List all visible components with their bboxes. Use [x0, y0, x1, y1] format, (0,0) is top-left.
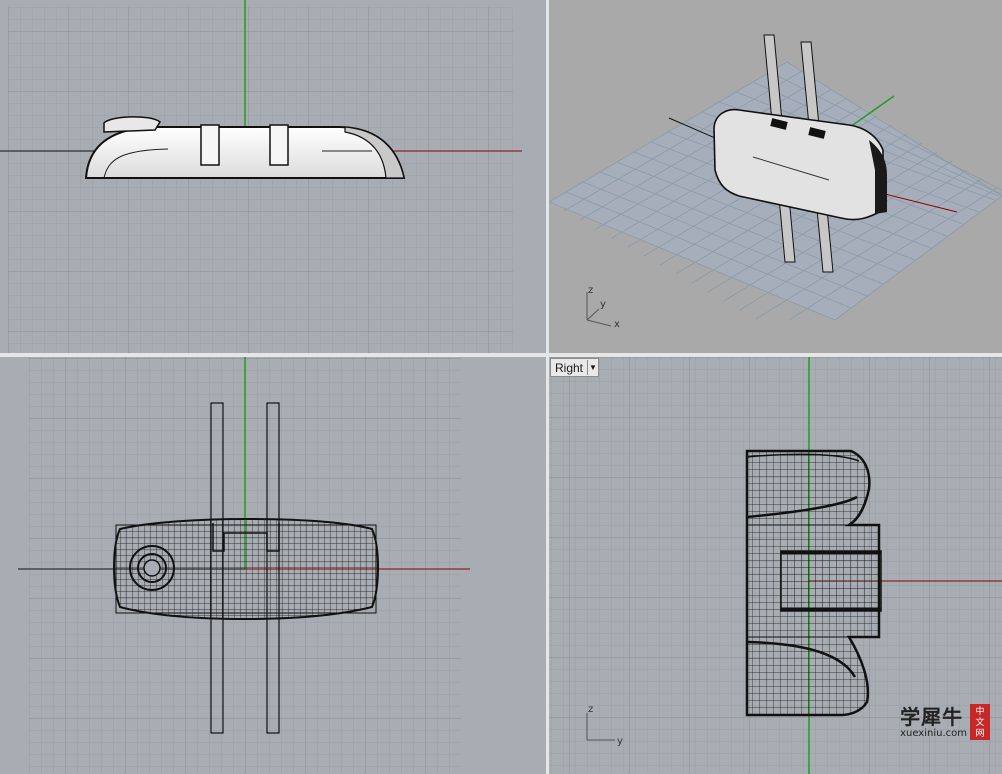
viewport-title[interactable]: Right	[555, 360, 584, 375]
model-top-view-wireframe	[113, 402, 379, 734]
badge-char: 网	[975, 727, 985, 738]
watermark-badge: 中 文 网	[970, 704, 990, 740]
watermark-text: 学犀牛	[900, 705, 964, 729]
viewport-title-tab[interactable]: Right ▼	[550, 358, 600, 377]
badge-char: 文	[975, 716, 985, 727]
model-right-view-wireframe	[745, 449, 882, 717]
viewport-bottom-left[interactable]	[0, 357, 546, 774]
axis-label-y: y	[617, 736, 623, 747]
axis-label-z: z	[588, 704, 593, 715]
axis-label-y: y	[600, 299, 606, 310]
viewport-perspective[interactable]: z y x	[549, 0, 1002, 353]
axis-label-z: z	[588, 285, 593, 296]
badge-char: 中	[975, 705, 985, 716]
axis-gizmo-right: z y	[586, 704, 623, 747]
watermark: 学犀牛 xuexiniu.com 中 文 网	[900, 704, 990, 740]
axis-gizmo-perspective: z y x	[586, 285, 620, 330]
viewport-splitter-horizontal[interactable]	[0, 353, 1002, 357]
chevron-down-icon[interactable]: ▼	[587, 360, 598, 375]
watermark-url: xuexiniu.com	[900, 728, 967, 739]
viewport-top-left[interactable]	[0, 0, 546, 353]
viewport-splitter-vertical[interactable]	[546, 0, 549, 774]
model-front-view	[84, 116, 406, 179]
model-perspective-view	[713, 34, 887, 273]
axis-label-x: x	[614, 319, 620, 330]
viewport-right[interactable]: z y Right ▼ 学犀牛 xuexiniu.com 中 文 网	[549, 357, 1002, 774]
